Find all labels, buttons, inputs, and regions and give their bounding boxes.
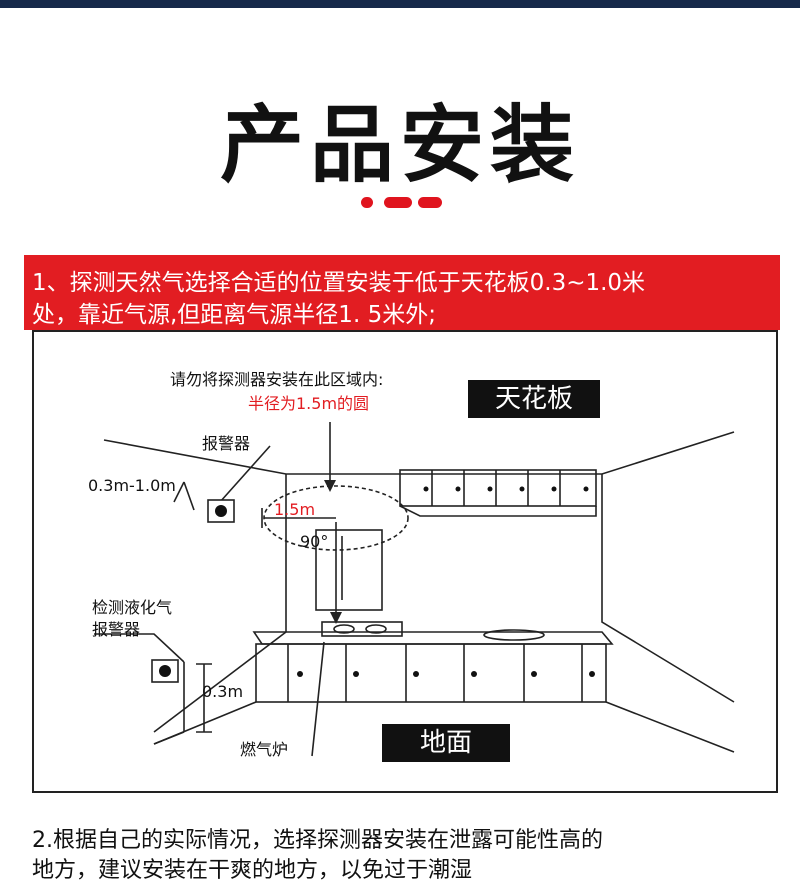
lpg-alarm-label-line1: 检测液化气 bbox=[92, 598, 173, 617]
lpg-drop bbox=[153, 662, 185, 745]
upper-cabinet-doors bbox=[431, 470, 561, 506]
stove-arrowhead bbox=[330, 612, 342, 624]
stove-leader bbox=[311, 641, 325, 757]
lpg-alarm-label-line2: 报警器 bbox=[92, 620, 141, 639]
upper-cabinet bbox=[399, 469, 597, 507]
alarm-device-dot bbox=[215, 505, 227, 517]
lower-cabinet bbox=[255, 643, 607, 703]
wall-right-line bbox=[601, 474, 735, 703]
height-dim bbox=[173, 481, 195, 511]
note-arrowhead bbox=[324, 480, 336, 492]
stove-label: 燃气炉 bbox=[240, 740, 289, 759]
gas-stove-top bbox=[321, 621, 403, 637]
lower-cabinet-doors bbox=[287, 644, 583, 702]
title-divider bbox=[0, 197, 800, 211]
burner-left bbox=[333, 624, 355, 634]
lpg-alarm-device-dot bbox=[159, 665, 171, 677]
sink bbox=[483, 629, 545, 641]
cabinet-knobs bbox=[297, 486, 595, 677]
step1-line2: 处，靠近气源,但距离气源半径1. 5米外; bbox=[32, 302, 436, 328]
installation-diagram: 请勿将探测器安装在此区域内: 半径为1.5m的圆 天花板 地面 报警器 0.3m… bbox=[32, 330, 778, 793]
angle-label: 90° bbox=[300, 532, 329, 551]
burner-right bbox=[365, 624, 387, 634]
lpg-leader bbox=[94, 633, 185, 663]
countertop bbox=[252, 631, 614, 645]
lpg-height-label: 0.3m bbox=[202, 682, 244, 701]
step1-line1: 1、探测天然气选择合适的位置安装于低于天花板0.3~1.0米 bbox=[32, 270, 646, 296]
height-range-label: 0.3m-1.0m bbox=[88, 476, 176, 495]
radius-label: 1.5m bbox=[274, 500, 316, 519]
ceiling-tag: 天花板 bbox=[468, 380, 600, 418]
upper-cabinet-base bbox=[399, 505, 597, 517]
exclusion-note: 请勿将探测器安装在此区域内: bbox=[170, 370, 384, 389]
alarm-leader bbox=[219, 445, 271, 503]
floor-left-line bbox=[153, 631, 287, 733]
page-title: 产品安装 bbox=[219, 96, 580, 194]
alarm-label: 报警器 bbox=[202, 434, 251, 453]
step1-banner: 1、探测天然气选择合适的位置安装于低于天花板0.3~1.0米 处，靠近气源,但距… bbox=[24, 255, 780, 330]
exclusion-radius-note: 半径为1.5m的圆 bbox=[248, 394, 370, 413]
divider-dash bbox=[384, 197, 412, 208]
kitchen-illustration bbox=[94, 422, 735, 757]
step2-line1: 2.根据自己的实际情况，选择探测器安装在泄露可能性高的 bbox=[32, 828, 603, 853]
floor-tag: 地面 bbox=[382, 724, 510, 762]
divider-dot bbox=[361, 197, 373, 208]
header-bar bbox=[0, 0, 800, 8]
step2-line2: 地方，建议安装在干爽的地方，以免过于潮湿 bbox=[32, 858, 473, 883]
ceiling-line bbox=[103, 431, 735, 475]
lpg-height-ticks bbox=[196, 663, 212, 733]
divider-dash bbox=[418, 197, 442, 208]
range-hood bbox=[315, 529, 383, 611]
